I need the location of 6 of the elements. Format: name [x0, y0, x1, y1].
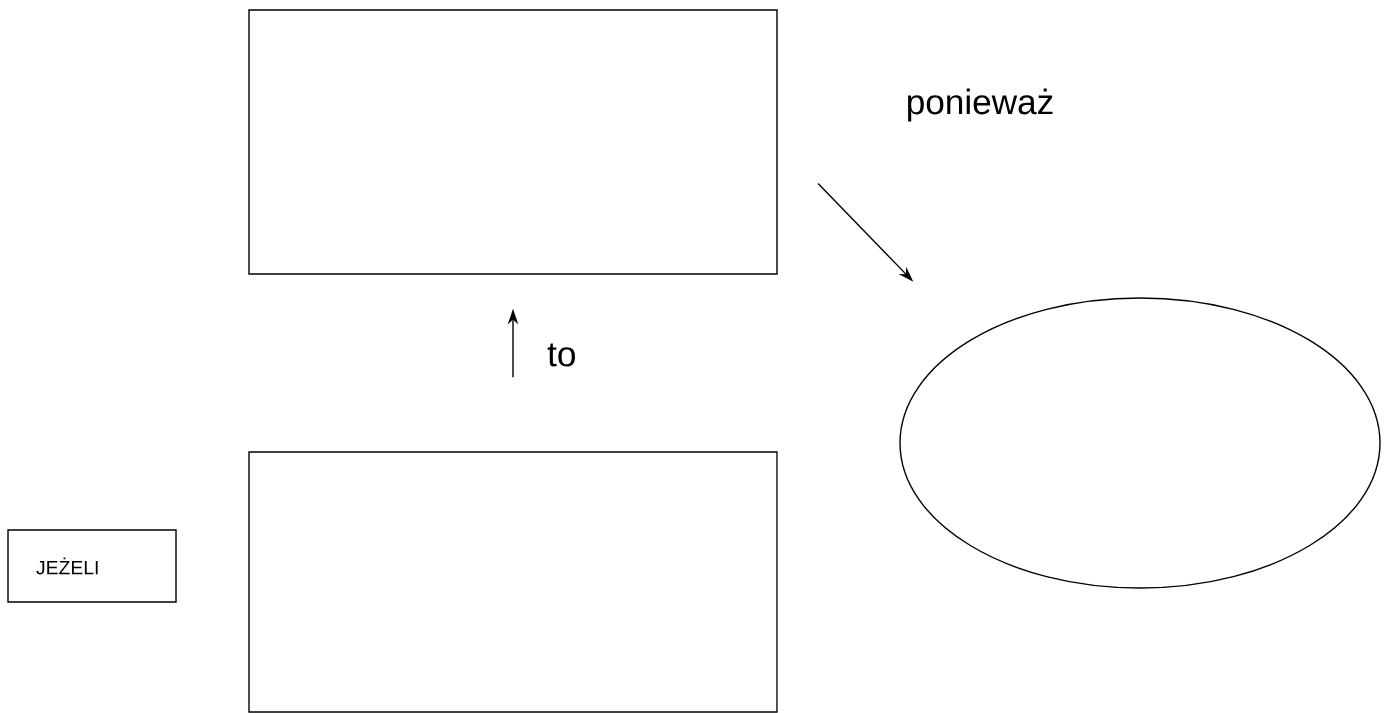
label-box: JEŻELI [7, 529, 177, 603]
edge-label: ponieważ [904, 86, 1056, 124]
empty-box [248, 9, 778, 275]
empty-box [248, 451, 778, 713]
empty-ellipse [899, 297, 1381, 589]
edge-label: to [545, 341, 579, 369]
